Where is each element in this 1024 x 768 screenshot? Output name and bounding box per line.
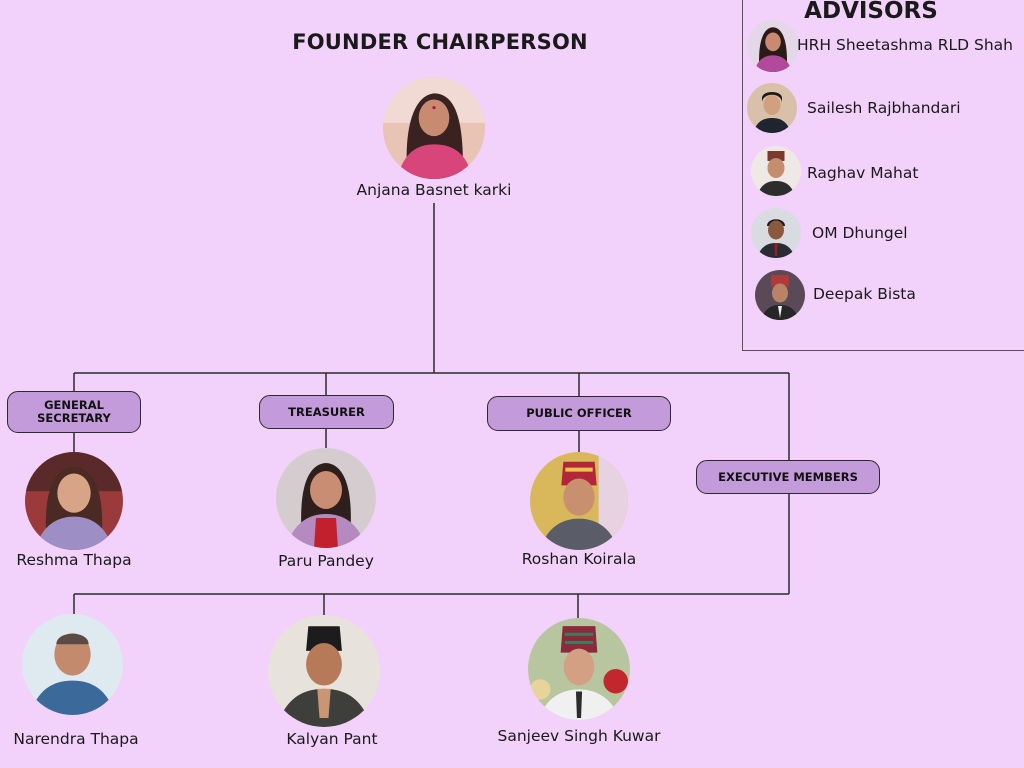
- general-secretary-label: GENERAL SECRETARY: [7, 391, 141, 433]
- advisor-photo: [747, 83, 797, 133]
- executive-member-name: Sanjeev Singh Kuwar: [497, 727, 661, 745]
- executive-member-photo: [22, 614, 123, 715]
- advisor-photo: [751, 146, 801, 196]
- executive-members-label: EXECUTIVE MEMBERS: [696, 460, 880, 494]
- founder-heading: FOUNDER CHAIRPERSON: [292, 30, 588, 54]
- advisor-name: Raghav Mahat: [807, 164, 919, 182]
- general-secretary-photo: [25, 452, 123, 550]
- advisor-name: Deepak Bista: [813, 285, 916, 303]
- advisors-panel: ADVISORS HRH Sheetashma RLD Shah Sailesh…: [742, 0, 1024, 351]
- executive-member-photo: [268, 615, 380, 727]
- general-secretary-name: Reshma Thapa: [16, 551, 132, 569]
- advisor-photo: [747, 20, 799, 72]
- executive-member-name: Kalyan Pant: [286, 730, 378, 748]
- advisor-name: OM Dhungel: [812, 224, 908, 242]
- advisors-heading: ADVISORS: [804, 0, 938, 24]
- founder-name: Anjana Basnet karki: [356, 181, 512, 199]
- founder-photo: [383, 77, 485, 179]
- public-officer-photo: [530, 452, 628, 550]
- public-officer-name: Roshan Koirala: [521, 550, 637, 568]
- advisor-name: HRH Sheetashma RLD Shah: [797, 36, 1013, 54]
- advisor-photo: [755, 270, 805, 320]
- executive-member-name: Narendra Thapa: [13, 730, 139, 748]
- treasurer-name: Paru Pandey: [278, 552, 374, 570]
- public-officer-label: PUBLIC OFFICER: [487, 396, 671, 431]
- executive-member-photo: [528, 618, 630, 720]
- treasurer-label: TREASURER: [259, 395, 394, 429]
- advisor-photo: [751, 208, 801, 258]
- advisor-name: Sailesh Rajbhandari: [807, 99, 961, 117]
- treasurer-photo: [276, 448, 376, 548]
